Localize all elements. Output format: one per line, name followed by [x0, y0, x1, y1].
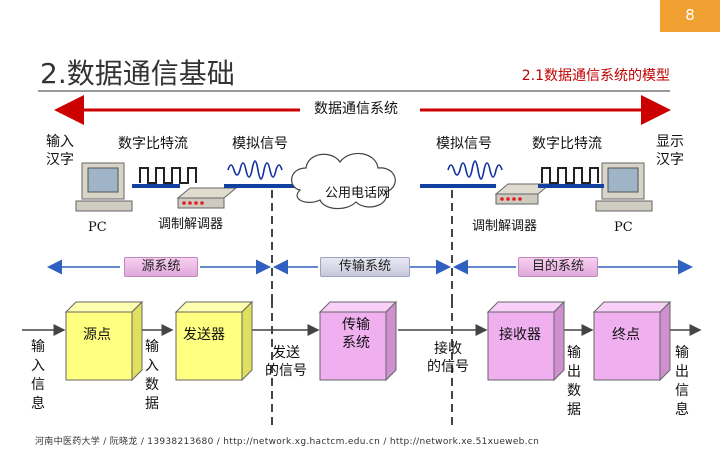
digital-wave-right-icon [541, 167, 599, 184]
digital-stream-left-label: 数字比特流 [118, 136, 188, 152]
modem-right-icon [494, 183, 552, 205]
destination-system-bar: 目的系统 [518, 257, 598, 277]
receiver-box [486, 300, 566, 382]
network-label: 公用电话网 [325, 186, 391, 201]
digital-wave-left-icon [139, 167, 197, 184]
input-data-label: 输入数据 [145, 339, 159, 412]
output-info-label: 输出信息 [675, 345, 689, 418]
analog-right-label: 模拟信号 [436, 136, 492, 152]
source-box [64, 300, 144, 382]
input-chars-label: 输入 汉字 [46, 134, 74, 168]
source-label: 源点 [83, 327, 111, 343]
pc-right-icon [595, 162, 653, 212]
analog-wave-left-icon [227, 160, 283, 180]
transmission-label: 传输 系统 [342, 317, 370, 351]
transmission-system-bar: 传输系统 [320, 257, 410, 277]
system-label: 数据通信系统 [310, 98, 402, 118]
title-divider [38, 90, 670, 92]
destination-label: 终点 [612, 327, 640, 343]
source-system-bar: 源系统 [124, 257, 198, 277]
receiver-label: 接收器 [499, 327, 541, 343]
output-data-label: 输出数据 [567, 345, 581, 418]
transmission-box [318, 300, 398, 382]
pc-right-label: PC [614, 220, 633, 235]
destination-box [592, 300, 672, 382]
pc-left-label: PC [88, 220, 107, 235]
modem-right-label: 调制解调器 [472, 219, 538, 234]
modem-left-label: 调制解调器 [158, 217, 224, 232]
footer-credits: 河南中医药大学 / 阮晓龙 / 13938213680 / http://net… [35, 437, 540, 447]
received-signal-label: 接收 的信号 [427, 341, 469, 375]
pc-left-icon [75, 162, 133, 212]
slide-title: 2.数据通信基础 [40, 57, 235, 90]
page-number: 8 [660, 0, 720, 32]
transmitter-box [174, 300, 254, 382]
telephone-network-cloud-icon [291, 152, 396, 210]
modem-left-icon [176, 187, 238, 209]
transmitter-label: 发送器 [183, 327, 225, 343]
input-info-label: 输入信息 [31, 339, 45, 412]
analog-left-label: 模拟信号 [232, 136, 288, 152]
sent-signal-label: 发送 的信号 [265, 345, 307, 379]
display-chars-label: 显示 汉字 [656, 134, 684, 168]
analog-wave-right-icon [447, 160, 503, 180]
slide-subtitle: 2.1数据通信系统的模型 [521, 68, 670, 84]
digital-stream-right-label: 数字比特流 [532, 136, 602, 152]
